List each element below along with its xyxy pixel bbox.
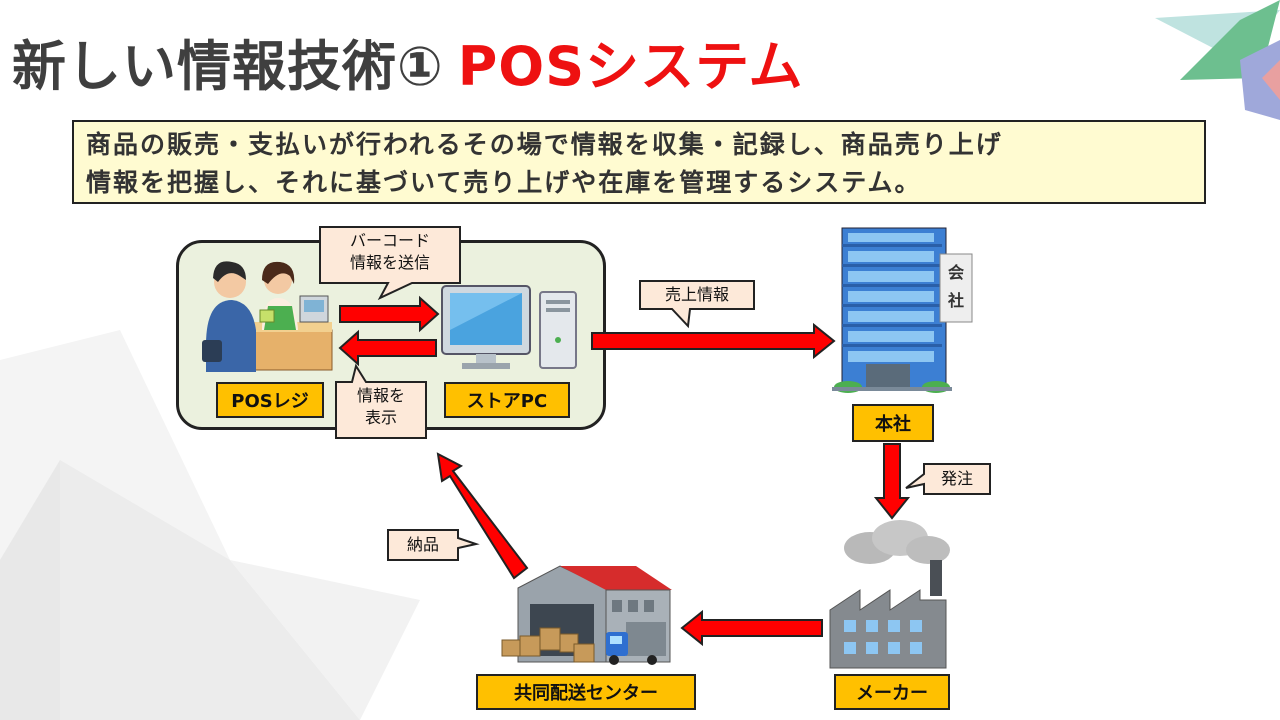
label-delivery-center: 共同配送センター (476, 674, 696, 710)
arrow-pc-to-pos (338, 329, 437, 367)
definition-line-1: 商品の販売・支払いが行われるその場で情報を収集・記録し、商品売り上げ (86, 130, 1003, 159)
arrow-office-to-maker (873, 443, 911, 520)
arrow-pos-to-pc (339, 295, 440, 333)
label-pos-register: POSレジ (216, 382, 324, 418)
office-building-icon: 会 社 (832, 227, 973, 393)
callout-sales-info: 売上情報 (664, 285, 729, 304)
callout-barcode-line-2: 情報を送信 (349, 253, 430, 272)
callout-order-shape (905, 463, 991, 495)
callout-display-shape (335, 363, 427, 439)
callout-display-line-1: 情報を (356, 386, 405, 405)
callout-delivery-shape (387, 529, 480, 561)
definition-box: 商品の販売・支払いが行われるその場で情報を収集・記録し、商品売り上げ 情報を把握… (72, 120, 1206, 204)
warehouse-truck-icon (501, 565, 672, 665)
callout-sales-shape (639, 280, 755, 329)
title-main: 新しい情報技術① (12, 35, 444, 98)
building-sign-char-1: 会 (948, 263, 964, 282)
cashier-customer-icon (202, 261, 333, 372)
callout-delivery: 納品 (406, 535, 439, 554)
callout-barcode: バーコード 情報を送信 (320, 230, 460, 274)
label-store-pc: ストアPC (444, 382, 570, 418)
title-accent: POSシステム (457, 35, 804, 98)
callout-barcode-line-1: バーコード (349, 231, 430, 250)
label-maker: メーカー (834, 674, 950, 710)
building-sign-char-2: 社 (947, 291, 964, 310)
callout-order: 発注 (940, 469, 973, 488)
callout-display: 情報を 表示 (336, 385, 426, 429)
arrow-maker-to-warehouse (680, 609, 823, 647)
callout-display-line-2: 表示 (364, 408, 397, 427)
arrow-warehouse-to-store (436, 452, 529, 580)
label-head-office: 本社 (852, 404, 934, 442)
callout-barcode-shape (319, 226, 461, 301)
desktop-computer-icon (441, 285, 577, 369)
factory-icon (829, 520, 950, 669)
arrow-pc-to-office (591, 322, 836, 360)
definition-line-2: 情報を把握し、それに基づいて売り上げや在庫を管理するシステム。 (86, 168, 922, 197)
